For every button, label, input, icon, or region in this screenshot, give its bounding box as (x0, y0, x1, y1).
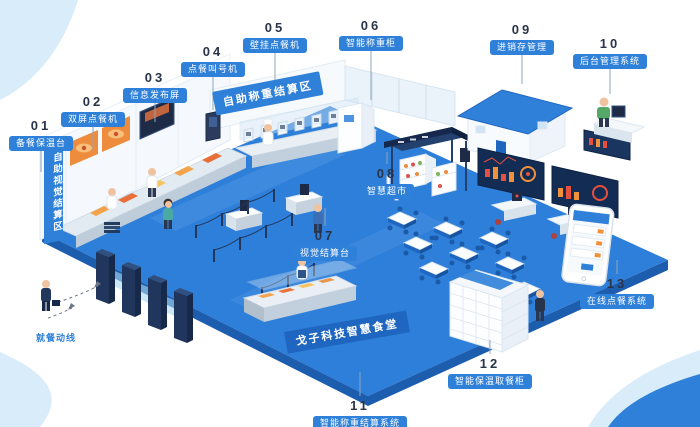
person-customer (163, 198, 173, 229)
callout-number: 02 (82, 94, 104, 109)
weighing-settlement-counter (234, 97, 378, 168)
callout-04: 04 点餐叫号机 (178, 44, 248, 77)
dining-table (478, 226, 511, 255)
callout-02: 02 双屏点餐机 (58, 94, 128, 127)
callout-number: 01 (30, 118, 52, 133)
person-admin (597, 97, 610, 127)
callout-12: 12 智能保温取餐柜 (440, 356, 540, 389)
person-staff (296, 258, 308, 280)
entrance-turnstiles (47, 249, 193, 343)
online-ordering-phone (561, 203, 615, 287)
inventory-house (456, 89, 574, 163)
checkout-terminal (240, 200, 249, 211)
briefcase (52, 300, 60, 306)
callout-06: 06 智能称重柜 (336, 18, 406, 51)
callout-label: 视觉结算台 (292, 246, 357, 261)
callout-label: 在线点餐系统 (579, 294, 654, 309)
dining-tables (386, 206, 542, 305)
person-chef (262, 118, 274, 146)
smart-supermarket-kiosk (384, 127, 470, 201)
queue-barriers (195, 189, 315, 300)
checkout-terminal (300, 184, 309, 195)
smart-weighing-cabinet (337, 102, 375, 154)
callout-number: 06 (360, 18, 382, 33)
tray-stack (104, 222, 120, 225)
dashboard-screens (477, 129, 631, 219)
callout-number: 09 (511, 22, 533, 37)
dining-table (418, 261, 450, 285)
turnstile-tower (122, 262, 141, 317)
callout-number: 13 (606, 276, 628, 291)
callout-number: 05 (264, 20, 286, 35)
walking-path-arrows (47, 281, 101, 319)
turnstile-tower (174, 288, 193, 343)
callout-number: 10 (599, 36, 621, 51)
person-customer (313, 204, 323, 233)
decorative-ring (560, 288, 572, 300)
dining-table (402, 231, 435, 260)
turnstile-tower (96, 249, 115, 304)
admin-monitor (611, 105, 626, 118)
callout-08: 08 智慧超市 (352, 166, 422, 199)
person-staff (106, 188, 118, 210)
order-call-kiosk (205, 110, 221, 142)
callout-label: 双屏点餐机 (60, 112, 125, 127)
dining-table (448, 241, 481, 270)
callout-label: 智能称重柜 (338, 36, 403, 51)
callout-03: 03 信息发布屏 (120, 70, 190, 103)
kiosk-screen (460, 148, 470, 162)
callout-label: 智能称重结算系统 (312, 416, 407, 427)
callout-label: 智慧超市 (359, 184, 414, 199)
dining-table (386, 206, 419, 235)
callout-number: 07 (314, 228, 336, 243)
shelf-unit (431, 161, 457, 197)
callout-label: 智能保温取餐柜 (447, 374, 532, 389)
person-visitor (41, 280, 60, 311)
callout-number: 08 (376, 166, 398, 181)
callout-label: 点餐叫号机 (180, 62, 245, 77)
house-window (475, 125, 486, 134)
pickup-cabinet (448, 269, 530, 353)
callout-10: 10 后台管理系统 (568, 36, 652, 69)
person-staff (146, 168, 158, 197)
callout-number: 12 (479, 356, 501, 371)
dining-table (494, 251, 527, 280)
dining-flow-label: 就餐动线 (36, 333, 77, 343)
callout-13: 13 在线点餐系统 (572, 276, 662, 309)
callout-09: 09 进销存管理 (482, 22, 562, 55)
house-window (537, 121, 548, 130)
dining-table (432, 216, 465, 245)
turnstile-tower (148, 275, 167, 330)
callout-number: 11 (350, 398, 370, 413)
person-customer (535, 290, 545, 321)
callout-number: 03 (144, 70, 166, 85)
callout-05: 05 壁挂点餐机 (240, 20, 310, 53)
banner-visual-settlement-zone: 自助视觉结算区 (44, 141, 63, 244)
callout-label: 进销存管理 (489, 40, 554, 55)
settlement-machines (243, 109, 339, 143)
callout-label: 后台管理系统 (572, 54, 647, 69)
callout-label: 备餐保温台 (8, 136, 73, 151)
callout-number: 04 (202, 44, 224, 59)
callout-07: 07 视觉结算台 (290, 228, 360, 261)
callout-11: 11 智能称重结算系统 (300, 398, 420, 427)
callout-label: 信息发布屏 (122, 88, 187, 103)
visual-checkout-counters (224, 184, 324, 231)
callout-01: 01 备餐保温台 (6, 118, 76, 151)
callout-label: 壁挂点餐机 (242, 38, 307, 53)
